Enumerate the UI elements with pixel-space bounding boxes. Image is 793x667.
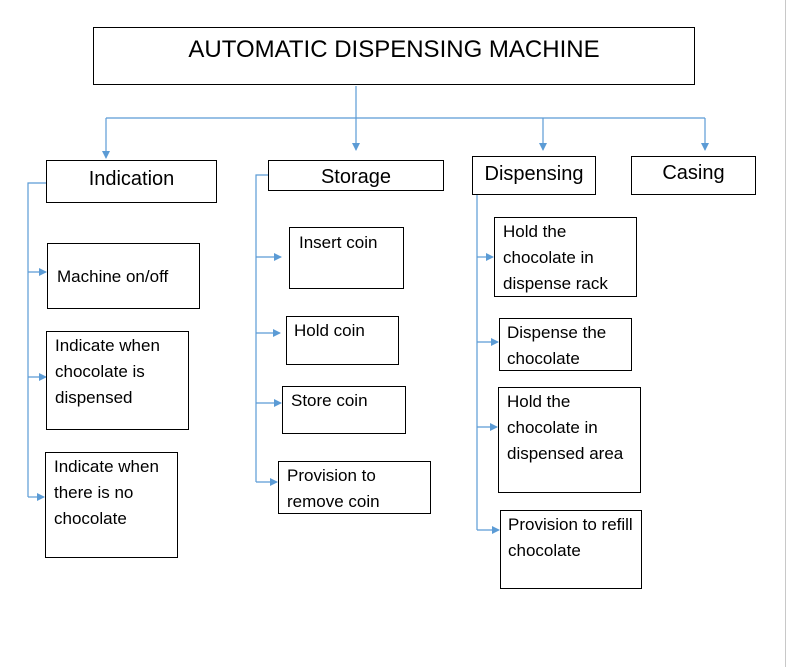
item-label: Dispense the chocolate <box>507 323 607 368</box>
item-label: Indicate when there is no chocolate <box>54 457 159 528</box>
category-dispensing: Dispensing <box>472 156 596 195</box>
category-label: Dispensing <box>484 163 584 185</box>
dispensing-item-refill-chocolate: Provision to refill chocolate <box>500 510 642 589</box>
item-label: Machine on/off <box>57 267 169 286</box>
item-label: Provision to refill chocolate <box>508 515 633 560</box>
item-label: Hold the chocolate in dispense rack <box>503 222 608 293</box>
indication-item-chocolate-dispensed: Indicate when chocolate is dispensed <box>46 331 189 430</box>
dispensing-item-dispense-rack: Hold the chocolate in dispense rack <box>494 217 637 297</box>
storage-item-hold-coin: Hold coin <box>286 316 399 365</box>
category-label: Casing <box>662 162 725 184</box>
item-label: Insert coin <box>299 233 378 252</box>
title-box: AUTOMATIC DISPENSING MACHINE <box>93 27 695 85</box>
item-label: Hold coin <box>294 321 365 340</box>
category-label: Indication <box>88 168 175 190</box>
page-edge-line <box>785 0 786 667</box>
indication-item-machine-on-off: Machine on/off <box>47 243 200 309</box>
category-indication: Indication <box>46 160 217 203</box>
category-label: Storage <box>320 166 392 188</box>
category-storage: Storage <box>268 160 444 191</box>
indication-spine <box>27 182 46 497</box>
dispensing-item-dispensed-area: Hold the chocolate in dispensed area <box>498 387 641 493</box>
indication-item-no-chocolate: Indicate when there is no chocolate <box>45 452 178 558</box>
item-label: Hold the chocolate in dispensed area <box>507 392 624 463</box>
storage-item-insert-coin: Insert coin <box>289 227 404 289</box>
diagram-title: AUTOMATIC DISPENSING MACHINE <box>188 36 600 63</box>
storage-spine <box>255 174 268 482</box>
category-casing: Casing <box>631 156 756 195</box>
item-label: Indicate when chocolate is dispensed <box>55 336 160 407</box>
storage-item-remove-coin: Provision to remove coin <box>278 461 431 514</box>
dispensing-item-dispense-chocolate: Dispense the chocolate <box>499 318 632 371</box>
item-label: Store coin <box>291 391 368 410</box>
storage-item-store-coin: Store coin <box>282 386 406 434</box>
item-label: Provision to remove coin <box>287 466 380 511</box>
